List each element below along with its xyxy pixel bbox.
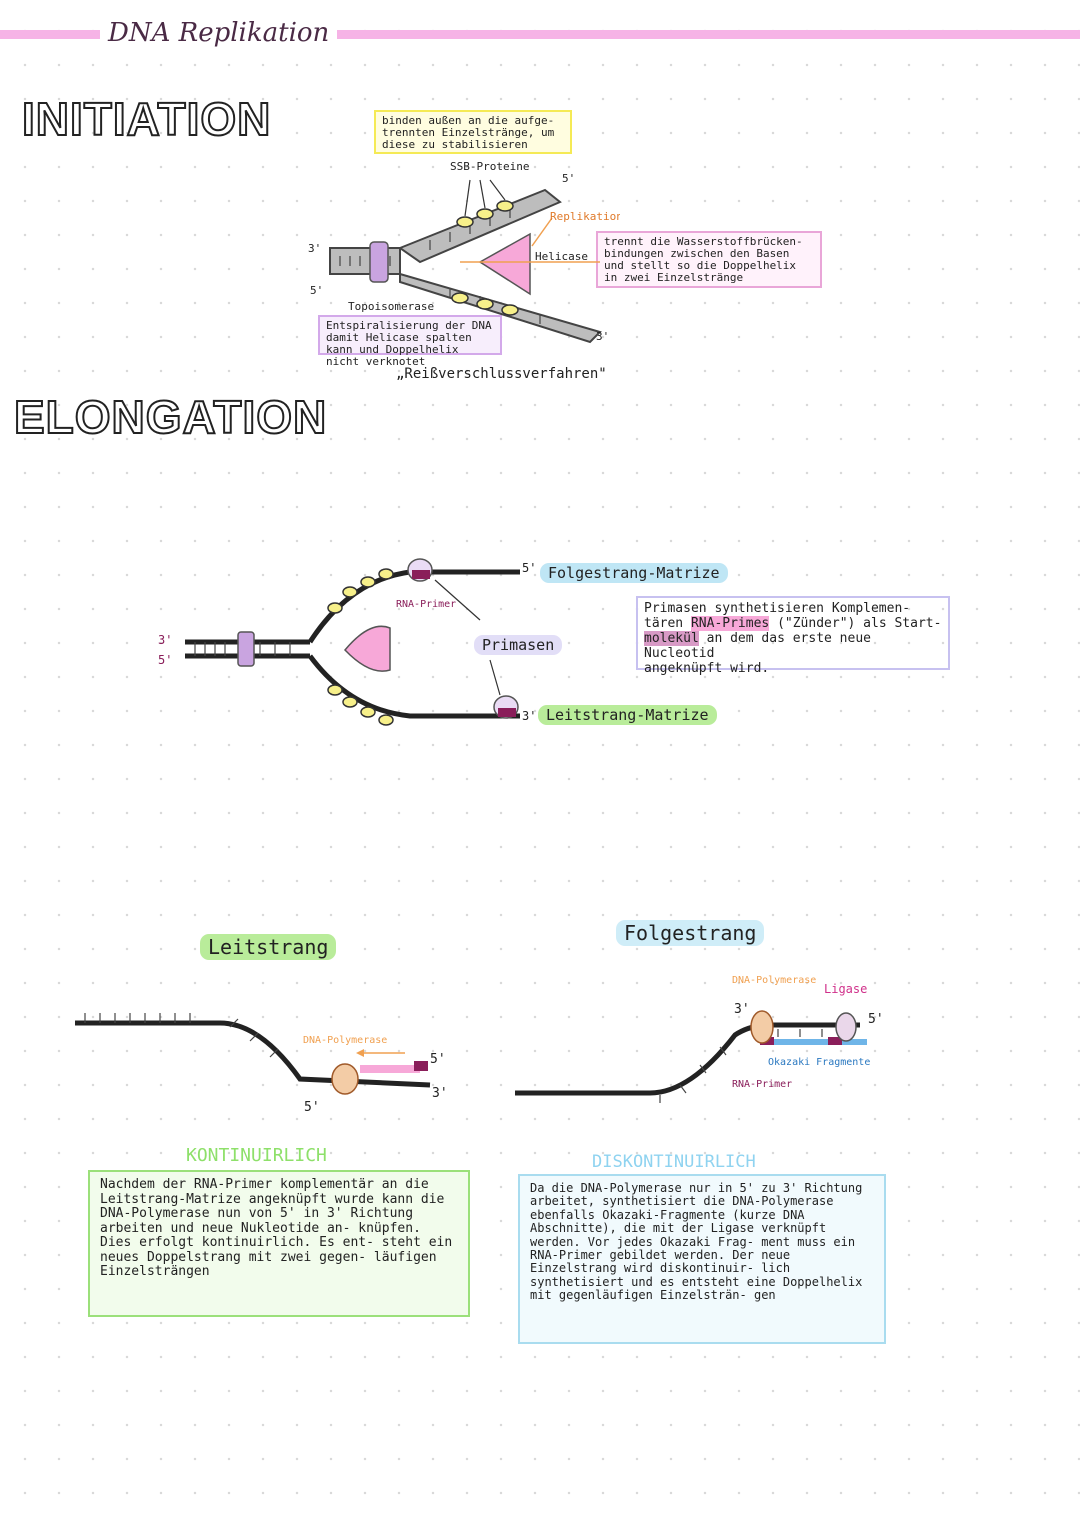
- helicase-shape: [343, 625, 391, 672]
- topoisomerase-label: Topoisomerase: [348, 300, 435, 313]
- base-ticks: [339, 208, 541, 324]
- lower-strand: [399, 272, 602, 344]
- helicase-label: Helicase: [535, 250, 588, 263]
- rna-primer-bottom: [498, 708, 516, 717]
- folgestrang-heading: Folgestrang: [616, 920, 765, 946]
- initiation-diagram: 3' 5' 5' 3' Replikationsgabel Helicase: [308, 172, 620, 344]
- ssb-pointers: [464, 179, 506, 217]
- elongation-diagram: 3' 5' 5' 3' RNA-Primer: [158, 558, 536, 726]
- leit-rna-primer: [414, 1061, 428, 1071]
- upper-strand: [397, 188, 562, 264]
- leit-end-5-bottom: 5': [304, 1100, 320, 1115]
- fork-pointers: [460, 217, 600, 263]
- ssb-proteins: [451, 200, 519, 316]
- folgestrang-matrize-label: Folgestrang-Matrize: [540, 563, 728, 583]
- leit-polymerase-label: DNA-Polymerase: [303, 1035, 387, 1046]
- section-heading-elongation: ELONGATION: [13, 390, 328, 444]
- ssb-proteins: [327, 568, 394, 726]
- end-3-left: 3': [158, 633, 172, 647]
- rna-primer-top: [412, 570, 430, 579]
- primase-pointers: [434, 579, 501, 696]
- topoisomerase-shape: [369, 241, 389, 283]
- folge-rna-primer-label: RNA-Primer: [732, 1079, 792, 1090]
- leitstrang-heading: Leitstrang: [200, 934, 337, 960]
- end-3-right: 3': [596, 330, 609, 343]
- zipper-caption: „Reißverschlussverfahren": [396, 366, 607, 382]
- end-3-bottom: 3': [522, 709, 536, 723]
- leit-end-3-right: 3': [432, 1086, 448, 1101]
- leit-end-5-right: 5': [430, 1052, 446, 1067]
- folge-rna-primer-2: [828, 1037, 842, 1045]
- ssb-note: binden außen an die aufge- trennten Einz…: [374, 110, 572, 154]
- leit-polymerase-shape: [331, 1063, 359, 1095]
- title-bar-line: [0, 30, 1080, 39]
- folge-polymerase-shape: [750, 1010, 774, 1044]
- folge-base-ticks: [659, 1029, 823, 1103]
- primasen-label: Primasen: [474, 635, 563, 655]
- okazaki-fragments: [772, 1039, 867, 1045]
- ssb-label: SSB-Proteine: [450, 160, 530, 173]
- leitstrang-diagram: DNA-Polymerase 5' 3' 5': [75, 1013, 448, 1115]
- helicase-note: trennt die Wasserstoffbrücken- bindungen…: [596, 231, 822, 288]
- end-5-top: 5': [522, 561, 536, 575]
- leitstrang-matrize-label: Leitstrang-Matrize: [538, 705, 717, 725]
- topoisomerase-shape: [237, 631, 255, 667]
- folgestrang-diagram: 3' 5' DNA-Polymerase Ligase Okazaki Frag…: [515, 975, 884, 1103]
- section-heading-initiation: INITIATION: [21, 92, 272, 146]
- okazaki-label: Okazaki Fragmente: [768, 1057, 870, 1068]
- end-5-right: 5': [562, 172, 575, 185]
- primase-note: Primasen synthetisieren Komplemen- tären…: [636, 596, 950, 676]
- helicase-shape: [478, 232, 531, 296]
- folge-end-5: 5': [868, 1012, 884, 1027]
- rna-primer-label: RNA-Primer: [396, 599, 456, 610]
- ligase-label: Ligase: [824, 982, 867, 996]
- leit-explanation: Nachdem der RNA-Primer komplementär an d…: [88, 1170, 470, 1317]
- folge-explanation: Da die DNA-Polymerase nur in 5' zu 3' Ri…: [518, 1174, 886, 1344]
- end-5-bottom: 5': [310, 284, 323, 297]
- leit-mode-label: KONTINUIRLICH: [186, 1145, 327, 1166]
- page-title: DNA Replikation: [100, 18, 338, 48]
- end-5-left: 5': [158, 653, 172, 667]
- folge-polymerase-label: DNA-Polymerase: [732, 975, 816, 986]
- topoisomerase-note: Entspiralisierung der DNA damit Helicase…: [318, 315, 502, 368]
- upper-template-strand: [307, 569, 520, 644]
- fork-label: Replikationsgabel: [550, 210, 620, 223]
- folge-end-3: 3': [734, 1002, 750, 1017]
- leit-new-strand: [360, 1065, 420, 1073]
- end-3-top: 3': [308, 242, 321, 255]
- leit-base-ticks: [84, 1013, 279, 1058]
- helix-base-ticks: [194, 642, 291, 656]
- ligase-shape: [835, 1012, 857, 1042]
- folge-mode-label: DISKONTINUIRLICH: [592, 1152, 756, 1172]
- lower-template-strand: [307, 654, 520, 719]
- leit-template-strand: [75, 1020, 431, 1088]
